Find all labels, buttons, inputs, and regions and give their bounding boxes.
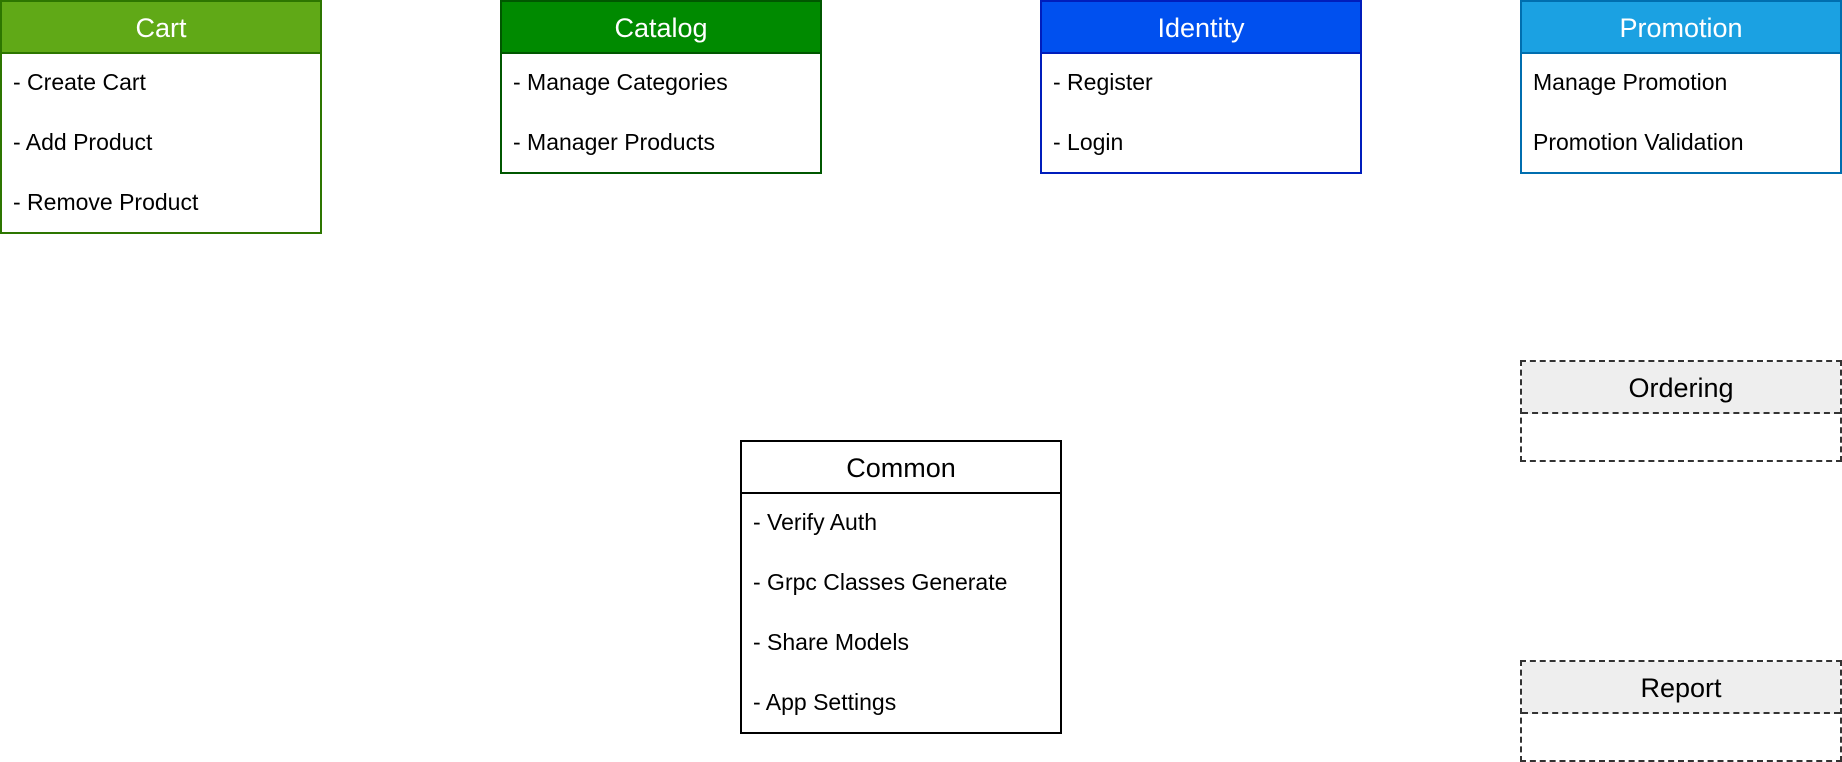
common-item-grpc-classes-generate: - Grpc Classes Generate <box>753 569 1008 595</box>
report-module-title: Report <box>1522 662 1840 714</box>
catalog-module-items: - Manage Categories - Manager Products <box>502 54 820 175</box>
promotion-module: Promotion Manage Promotion Promotion Val… <box>1520 0 1842 174</box>
cart-item-remove-product: - Remove Product <box>13 189 199 215</box>
catalog-module-title: Catalog <box>502 2 820 54</box>
ordering-module-title: Ordering <box>1522 362 1840 414</box>
common-item-verify-auth: - Verify Auth <box>753 509 878 535</box>
catalog-module: Catalog - Manage Categories - Manager Pr… <box>500 0 822 174</box>
cart-module-items: - Create Cart - Add Product - Remove Pro… <box>2 54 320 235</box>
report-module: Report <box>1520 660 1842 762</box>
common-item-app-settings: - App Settings <box>753 689 897 715</box>
catalog-item-manage-categories: - Manage Categories <box>513 69 728 95</box>
catalog-item-manager-products: - Manager Products <box>513 129 715 155</box>
identity-item-register: - Register <box>1053 69 1153 95</box>
promotion-item-manage-promotion: Manage Promotion <box>1533 69 1728 95</box>
promotion-module-items: Manage Promotion Promotion Validation <box>1522 54 1840 175</box>
ordering-module: Ordering <box>1520 360 1842 462</box>
cart-item-create-cart: - Create Cart <box>13 69 146 95</box>
promotion-item-promotion-validation: Promotion Validation <box>1533 129 1744 155</box>
identity-module: Identity - Register - Login <box>1040 0 1362 174</box>
identity-module-title: Identity <box>1042 2 1360 54</box>
cart-module-title: Cart <box>2 2 320 54</box>
cart-item-add-product: - Add Product <box>13 129 153 155</box>
common-item-share-models: - Share Models <box>753 629 909 655</box>
promotion-module-title: Promotion <box>1522 2 1840 54</box>
common-module-title: Common <box>742 442 1060 494</box>
identity-item-login: - Login <box>1053 129 1124 155</box>
cart-module: Cart - Create Cart - Add Product - Remov… <box>0 0 322 234</box>
identity-module-items: - Register - Login <box>1042 54 1360 175</box>
common-module: Common - Verify Auth - Grpc Classes Gene… <box>740 440 1062 734</box>
common-module-items: - Verify Auth - Grpc Classes Generate - … <box>742 494 1060 735</box>
report-module-items <box>1522 714 1840 715</box>
ordering-module-items <box>1522 414 1840 415</box>
